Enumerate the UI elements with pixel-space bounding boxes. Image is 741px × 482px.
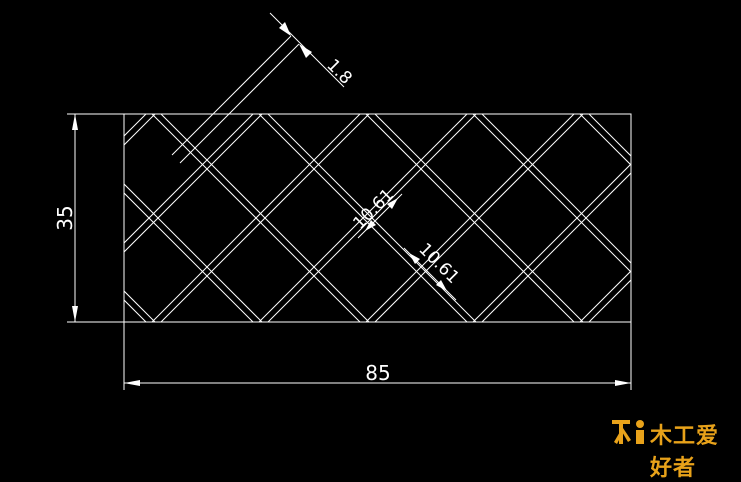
grid-line-rising [0, 114, 39, 322]
dim-arrow-height-bottom [72, 306, 78, 322]
callout-extension-line-b [179, 43, 300, 164]
grid-line-falling [696, 114, 741, 322]
watermark-text: 木工爱好者 [650, 424, 720, 481]
dim-arrow-width-left [124, 380, 140, 386]
grid-line-falling [365, 114, 575, 322]
dim-arrow-cell-2-b [436, 280, 447, 291]
panel-outline [123, 113, 632, 323]
callout-extension-line-a [171, 35, 292, 156]
grid-line-falling [124, 290, 156, 322]
dim-arrow-1-8-a [279, 22, 291, 36]
grid-line-falling [258, 114, 468, 322]
grid-line-falling [579, 114, 631, 166]
grid-line-falling [124, 192, 254, 322]
logo-mark-icon [612, 420, 644, 444]
grid-line-falling [687, 114, 741, 322]
cad-drawing-canvas: 1.8 35 85 10.61 10.61 [0, 12, 741, 390]
grid-line-falling [472, 114, 631, 273]
dim-arrow-cell-1-a [365, 220, 376, 231]
grid-line-rising [579, 270, 631, 322]
grid-line-rising [687, 114, 741, 322]
grid-line-rising [588, 279, 631, 322]
watermark-logo: 木工爱好者 [610, 416, 736, 481]
dim-label-height: 35 [53, 205, 77, 230]
dim-arrow-cell-1-b [387, 198, 398, 209]
grid-line-falling [481, 114, 631, 264]
dim-arrow-1-8-b [299, 44, 312, 58]
grid-line-rising [696, 114, 741, 322]
grid-line-falling [124, 183, 263, 322]
dim-arrow-width-right [615, 380, 631, 386]
grid-line-falling [588, 114, 631, 157]
dim-label-width: 85 [365, 361, 390, 385]
grid-line-falling [160, 114, 370, 322]
dim-arrow-height-top [72, 114, 78, 130]
dim-arrow-cell-2-a [409, 253, 420, 264]
dim-label-cell-2: 10.61 [414, 239, 463, 288]
diagonal-grid [0, 114, 741, 322]
grid-line-falling [374, 114, 584, 322]
grid-line-rising [0, 114, 48, 322]
dim-label-line-gap: 1.8 [322, 55, 355, 88]
grid-line-falling [151, 114, 361, 322]
grid-line-rising [124, 114, 156, 146]
grid-line-falling [0, 114, 48, 322]
grid-line-falling [0, 114, 39, 322]
